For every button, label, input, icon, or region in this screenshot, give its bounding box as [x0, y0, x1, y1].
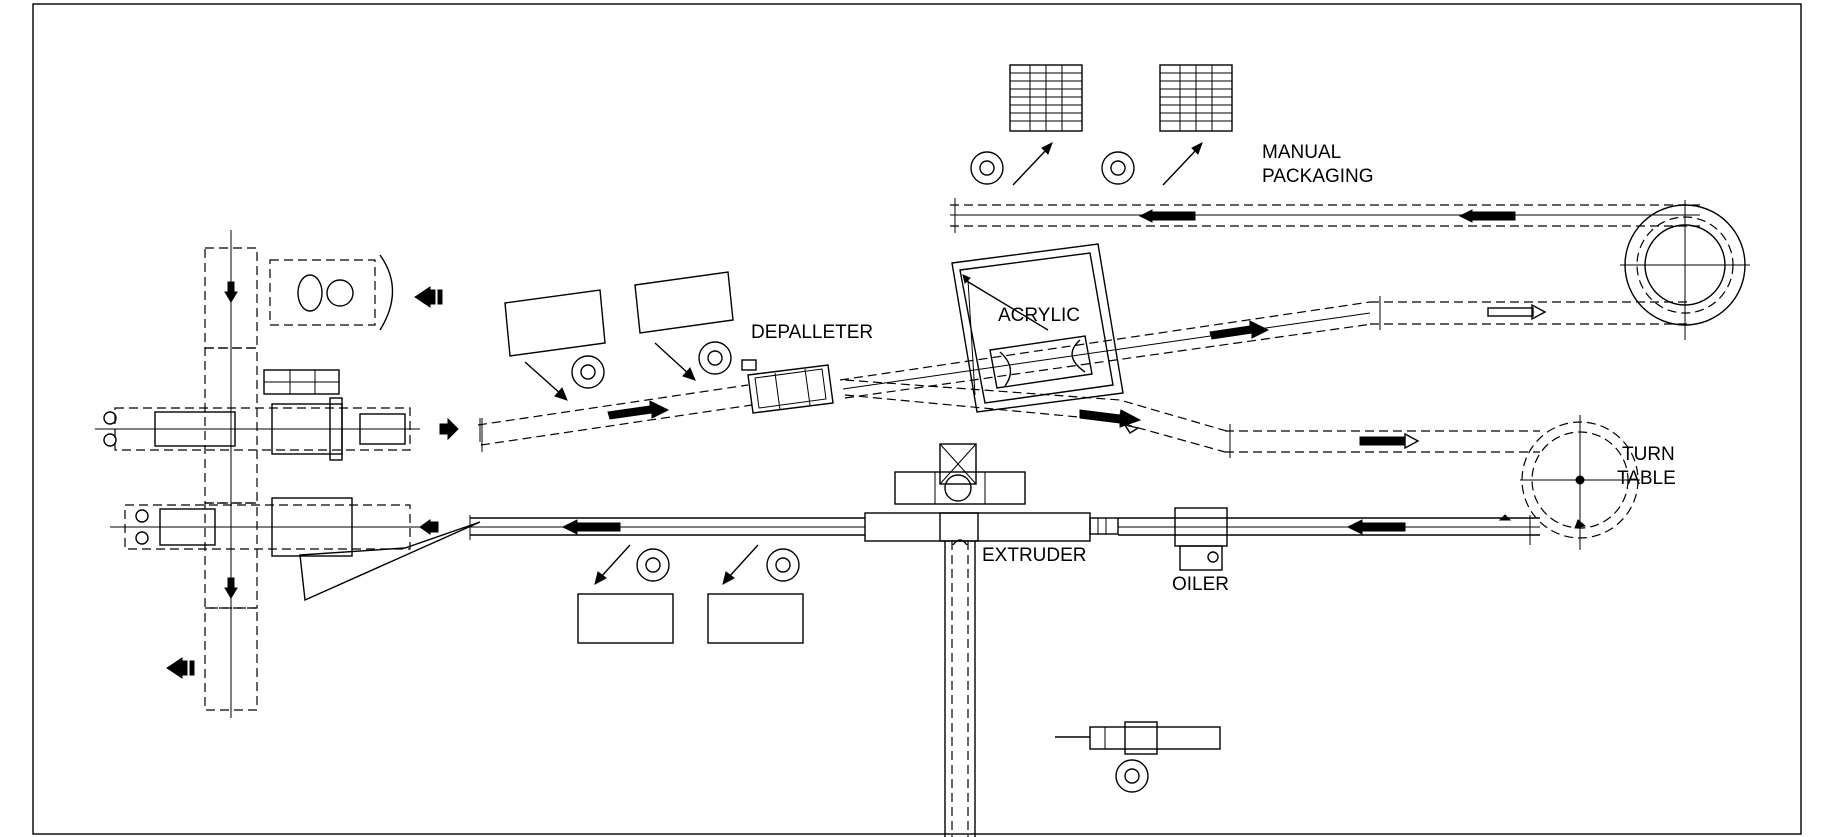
infeed-conveyor [477, 384, 753, 452]
diagonal-conveyor-lower [844, 379, 1231, 453]
manual-packaging-label: MANUAL [1262, 142, 1341, 163]
turn-table-label-2: TABLE [1617, 468, 1676, 489]
operator-icon [766, 548, 800, 582]
oiler-label: OILER [1172, 574, 1229, 595]
extruder-machine [864, 443, 1119, 542]
tooling-rack [263, 369, 340, 395]
extruder-feed-column [944, 539, 976, 837]
output-bin-2 [707, 593, 804, 644]
flow-arrow-icon [524, 361, 568, 401]
upper-conveyor [1370, 296, 1690, 330]
depalleter-machine [741, 359, 834, 414]
flow-arrow-icon [722, 544, 759, 585]
press-line-upper [95, 397, 420, 461]
flow-arrow-icon [439, 417, 481, 442]
loop-turn [1620, 200, 1750, 340]
pallet-stack-right [1159, 64, 1233, 132]
depalleter-label: DEPALLETER [751, 322, 873, 343]
drawing-frame [32, 3, 1802, 835]
transfer-column [204, 230, 258, 718]
turn-table-label: TURN [1622, 444, 1675, 465]
acrylic-coater [989, 335, 1093, 389]
pallet-box-1 [504, 289, 606, 357]
output-bin-1 [577, 593, 674, 644]
flow-arrow-icon [654, 342, 696, 381]
flow-arrow-icon [1162, 141, 1203, 186]
manual-packaging-label-2: PACKAGING [1262, 166, 1374, 187]
oiler-machine [1174, 507, 1228, 571]
flow-arrow-icon [414, 286, 443, 308]
robot-icon [269, 254, 394, 331]
acrylic-enclosure [951, 243, 1124, 413]
packaging-conveyor [950, 198, 1700, 233]
turntable-feed-conveyor [1225, 424, 1540, 458]
flow-arrow-icon [166, 657, 195, 679]
acrylic-label: ACRYLIC [998, 305, 1080, 326]
extruder-label: EXTRUDER [982, 545, 1087, 566]
flow-arrow-icon [594, 544, 631, 585]
press-line-lower [110, 497, 481, 602]
operator-icon [1115, 759, 1149, 793]
main-return-conveyor [470, 517, 865, 536]
turntable-icon [1498, 415, 1640, 550]
diagonal-conveyor-upper [839, 301, 1373, 399]
pallet-stack-left [1009, 64, 1083, 132]
oiler-conveyor [1118, 515, 1540, 545]
flow-arrow-icon [419, 515, 471, 540]
operator-icon [636, 548, 670, 582]
operator-icon [571, 355, 605, 389]
pallet-box-2 [634, 271, 734, 334]
operator-icon [1101, 151, 1135, 185]
operator-icon [698, 341, 732, 375]
operator-icon [970, 151, 1004, 185]
flow-arrow-icon [1012, 141, 1053, 186]
auxiliary-machine [1055, 721, 1221, 755]
